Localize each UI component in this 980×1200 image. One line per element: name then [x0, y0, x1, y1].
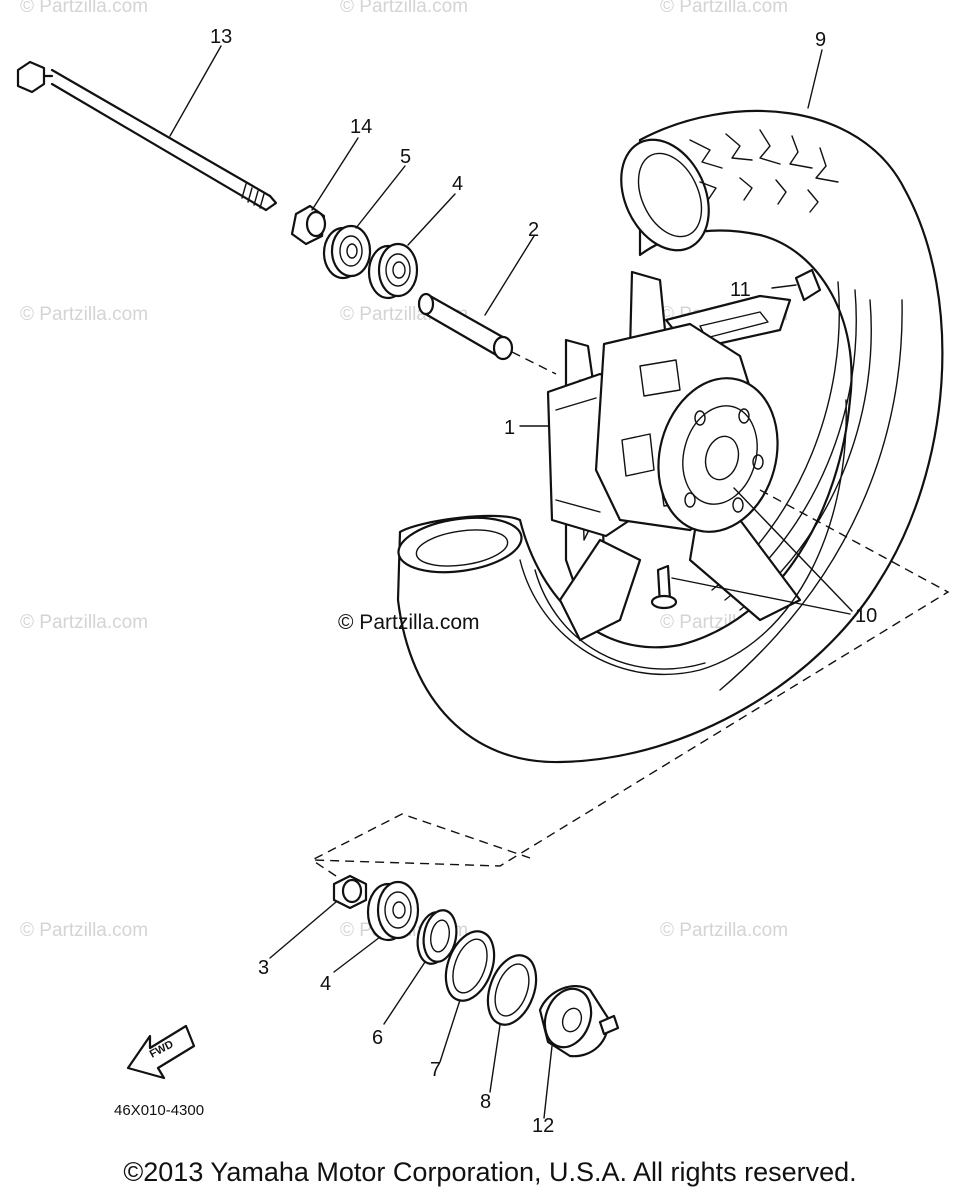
part-7-washer — [439, 930, 496, 1063]
watermark: © Partzilla.com — [660, 0, 788, 17]
callout-3: 3 — [258, 957, 269, 979]
callout-12: 12 — [532, 1115, 554, 1137]
part-6-oil-seal — [383, 909, 458, 1025]
part-11-balance-weight — [771, 268, 822, 302]
callout-4-upper: 4 — [452, 173, 463, 195]
watermark: © Partzilla.com — [20, 0, 148, 17]
part-2-spacer — [417, 235, 557, 375]
part-13-axle — [16, 45, 278, 212]
part-8-seal — [486, 954, 538, 1093]
callout-14: 14 — [350, 116, 372, 138]
callout-2: 2 — [528, 219, 539, 241]
copyright-notice: ©2013 Yamaha Motor Corporation, U.S.A. A… — [123, 1157, 857, 1187]
part-12-meter-gear-unit — [538, 985, 620, 1119]
forward-arrow-icon: FWD — [126, 1024, 196, 1080]
callout-7: 7 — [430, 1059, 441, 1081]
watermark: © Partzilla.com — [20, 304, 148, 325]
part-9-tire — [396, 49, 944, 764]
diagram-part-code: 46X010-4300 — [114, 1102, 204, 1119]
part-5-bearing — [322, 165, 406, 280]
callout-1: 1 — [504, 417, 515, 439]
callout-4-lower: 4 — [320, 973, 331, 995]
part-1-cast-wheel — [519, 270, 847, 675]
part-10-valve — [650, 487, 853, 615]
watermark: © Partzilla.com — [20, 612, 148, 633]
part-4-bearing — [367, 193, 456, 300]
callout-11: 11 — [730, 279, 751, 301]
callout-labels: 13 14 5 4 2 9 11 1 10 3 4 6 7 8 12 — [210, 26, 877, 1137]
watermark: © Partzilla.com — [20, 920, 148, 941]
watermark: © Partzilla.com — [660, 920, 788, 941]
assembly-guide-lines — [311, 489, 950, 877]
callout-13: 13 — [210, 26, 232, 48]
callout-8: 8 — [480, 1091, 491, 1113]
center-watermark: © Partzilla.com — [338, 611, 480, 634]
callout-10: 10 — [855, 605, 877, 627]
part-3-collar — [269, 874, 368, 959]
watermark: © Partzilla.com — [340, 0, 468, 17]
callout-6: 6 — [372, 1027, 383, 1049]
part-14-collar — [290, 137, 359, 246]
callout-5: 5 — [400, 146, 411, 168]
callout-9: 9 — [815, 29, 826, 51]
part-4-bearing-lower — [333, 880, 420, 973]
